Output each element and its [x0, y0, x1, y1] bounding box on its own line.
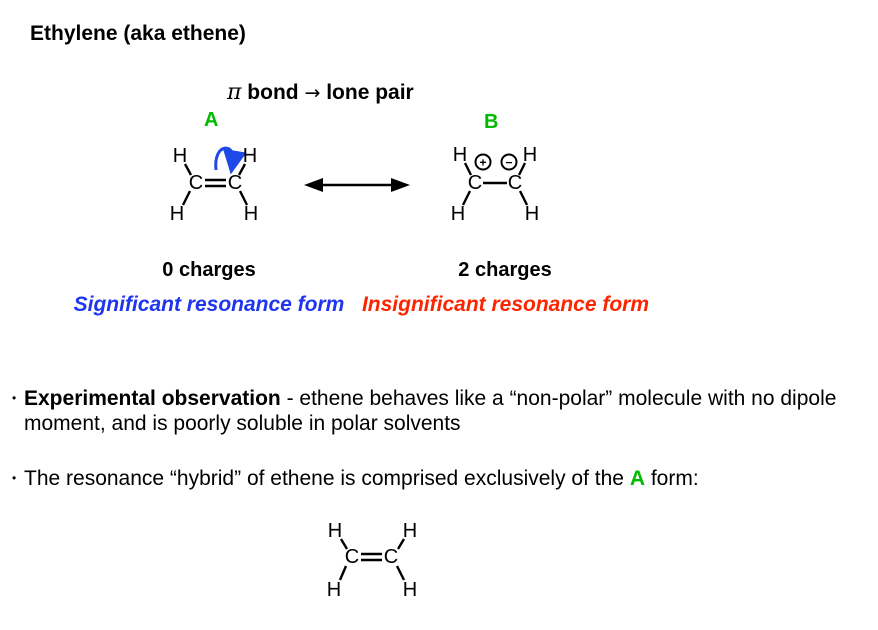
atom-h: H [243, 203, 259, 225]
structure-a-molecule: H H C C H H [160, 137, 270, 225]
resonance-hybrid-pre: The resonance “hybrid” of ethene is comp… [24, 467, 630, 490]
atom-h: H [450, 203, 466, 225]
pi-bond-text: bond [241, 81, 305, 104]
hybrid-structure-bonds [338, 538, 406, 581]
right-arrow-glyph: → [304, 82, 321, 104]
experimental-observation-body: - ethene behaves like a “non-polar” mole… [24, 387, 837, 435]
atom-c: C [383, 546, 399, 568]
experimental-observation-text: Experimental observation - ethene behave… [24, 386, 870, 436]
page-title: Ethylene (aka ethene) [30, 22, 246, 45]
resonance-hybrid-bullet: • The resonance “hybrid” of ethene is co… [12, 466, 870, 491]
form-a-charge-count: 0 charges [162, 259, 256, 281]
form-a-reference: A [629, 467, 645, 490]
form-a-label: A [204, 109, 219, 131]
atom-c: C [344, 546, 360, 568]
structure-b-molecule: H + − H C C H H [445, 137, 555, 225]
atom-h: H [522, 144, 538, 166]
atom-h: H [242, 145, 258, 167]
resonance-hybrid-post: form: [644, 467, 699, 490]
form-b-label: B [484, 111, 499, 133]
experimental-observation-lead: Experimental observation [24, 387, 281, 410]
atom-h: H [326, 579, 342, 601]
plus-charge-icon: + [474, 153, 492, 171]
atom-h: H [327, 520, 343, 542]
atom-h: H [452, 144, 468, 166]
lone-pair-text: lone pair [320, 81, 414, 104]
atom-c: C [507, 172, 523, 194]
atom-h: H [524, 203, 540, 225]
atom-c: C [227, 172, 243, 194]
atom-h: H [169, 203, 185, 225]
resonance-arrow-icon [304, 178, 410, 192]
hybrid-structure-molecule: H H C C H H [315, 515, 425, 603]
form-a-significance-caption: Significant resonance form [73, 293, 345, 316]
form-b-charge-count: 2 charges [458, 259, 552, 281]
experimental-observation-bullet: • Experimental observation - ethene beha… [12, 386, 870, 436]
atom-h: H [402, 520, 418, 542]
atom-h: H [402, 579, 418, 601]
curved-electron-arrow-icon [214, 146, 247, 175]
form-b-significance-caption: Insignificant resonance form [361, 293, 650, 316]
structure-b-bonds [461, 162, 529, 206]
bullet-dot-icon: • [12, 471, 17, 485]
atom-c: C [188, 172, 204, 194]
resonance-hybrid-text: The resonance “hybrid” of ethene is comp… [24, 466, 699, 491]
bullet-dot-icon: • [12, 391, 17, 405]
atom-c: C [467, 172, 483, 194]
minus-charge-icon: − [500, 153, 518, 171]
atom-h: H [172, 145, 188, 167]
pi-bond-caption: π bond → lone pair [227, 80, 414, 105]
pi-symbol: π [227, 80, 242, 105]
